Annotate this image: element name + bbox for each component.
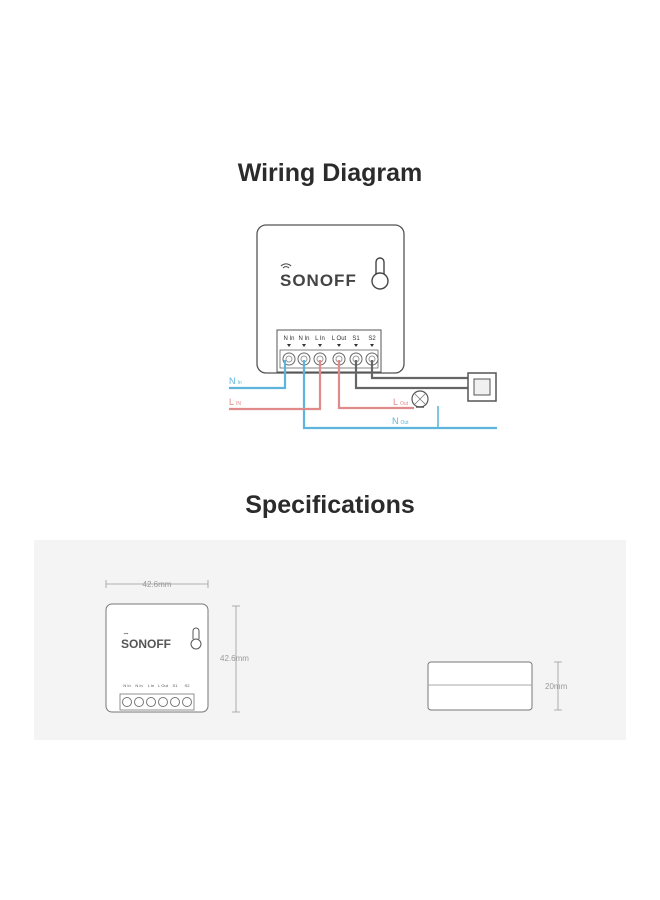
spec-wifi-icon — [123, 632, 129, 635]
terminal-label-s2: S2 — [368, 336, 376, 342]
spec-terminal-label-3: L In — [148, 683, 155, 688]
spec-terminal-label-6: S2 — [185, 683, 191, 688]
wire-l-out — [337, 360, 414, 410]
wire-s1 — [354, 360, 468, 390]
spec-module-side — [427, 661, 533, 711]
height-label: 42.6mm — [220, 654, 249, 663]
spec-screw-terminals — [119, 693, 195, 711]
specifications-drawing: 42.6mm SONOFF N In N In L In L Out S1 S2… — [34, 540, 626, 740]
wiring-diagram-title: Wiring Diagram — [237, 159, 423, 187]
module-brand-logo: SONOFF — [280, 271, 357, 290]
wiring-diagram: SONOFF N In N In L In L Out S1 S2 — [229, 224, 497, 430]
specifications-title: Specifications — [245, 491, 415, 519]
spec-terminal-labels: N In N In L In L Out S1 S2 — [123, 683, 190, 688]
terminal-labels: N In N In L In L Out S1 S2 — [283, 336, 376, 342]
spec-terminal-label-4: L Out — [158, 683, 169, 688]
spec-module-brand: SONOFF — [121, 637, 171, 651]
screw-terminals — [279, 349, 379, 369]
spec-terminal-label-1: N In — [123, 683, 130, 688]
terminal-label-n-in-2: N In — [298, 336, 309, 342]
spec-terminal-label-5: S1 — [173, 683, 179, 688]
depth-label: 20mm — [545, 682, 568, 691]
terminal-arrows — [287, 344, 374, 347]
terminal-label-n-in-1: N In — [283, 336, 294, 342]
wire-n-in — [229, 360, 287, 390]
terminal-label-l-out: L Out — [332, 336, 347, 342]
wire-n-out — [302, 360, 497, 430]
spec-terminal-label-2: N In — [135, 683, 142, 688]
depth-dimension: 20mm — [545, 661, 568, 711]
width-label: 42.6mm — [143, 580, 172, 589]
terminal-label-s1: S1 — [352, 336, 360, 342]
wall-switch-icon — [467, 372, 497, 402]
lamp-icon — [411, 390, 429, 408]
spec-module-front — [105, 603, 209, 713]
width-dimension: 42.6mm — [105, 580, 209, 589]
wifi-signal-icon — [280, 263, 292, 269]
height-dimension: 42.6mm — [220, 605, 249, 713]
wire-s2 — [370, 360, 468, 380]
terminal-label-l-in: L In — [315, 336, 325, 342]
pairing-button-icon — [371, 257, 389, 290]
wire-l-in — [229, 360, 322, 411]
spec-pairing-button-icon — [190, 627, 202, 650]
